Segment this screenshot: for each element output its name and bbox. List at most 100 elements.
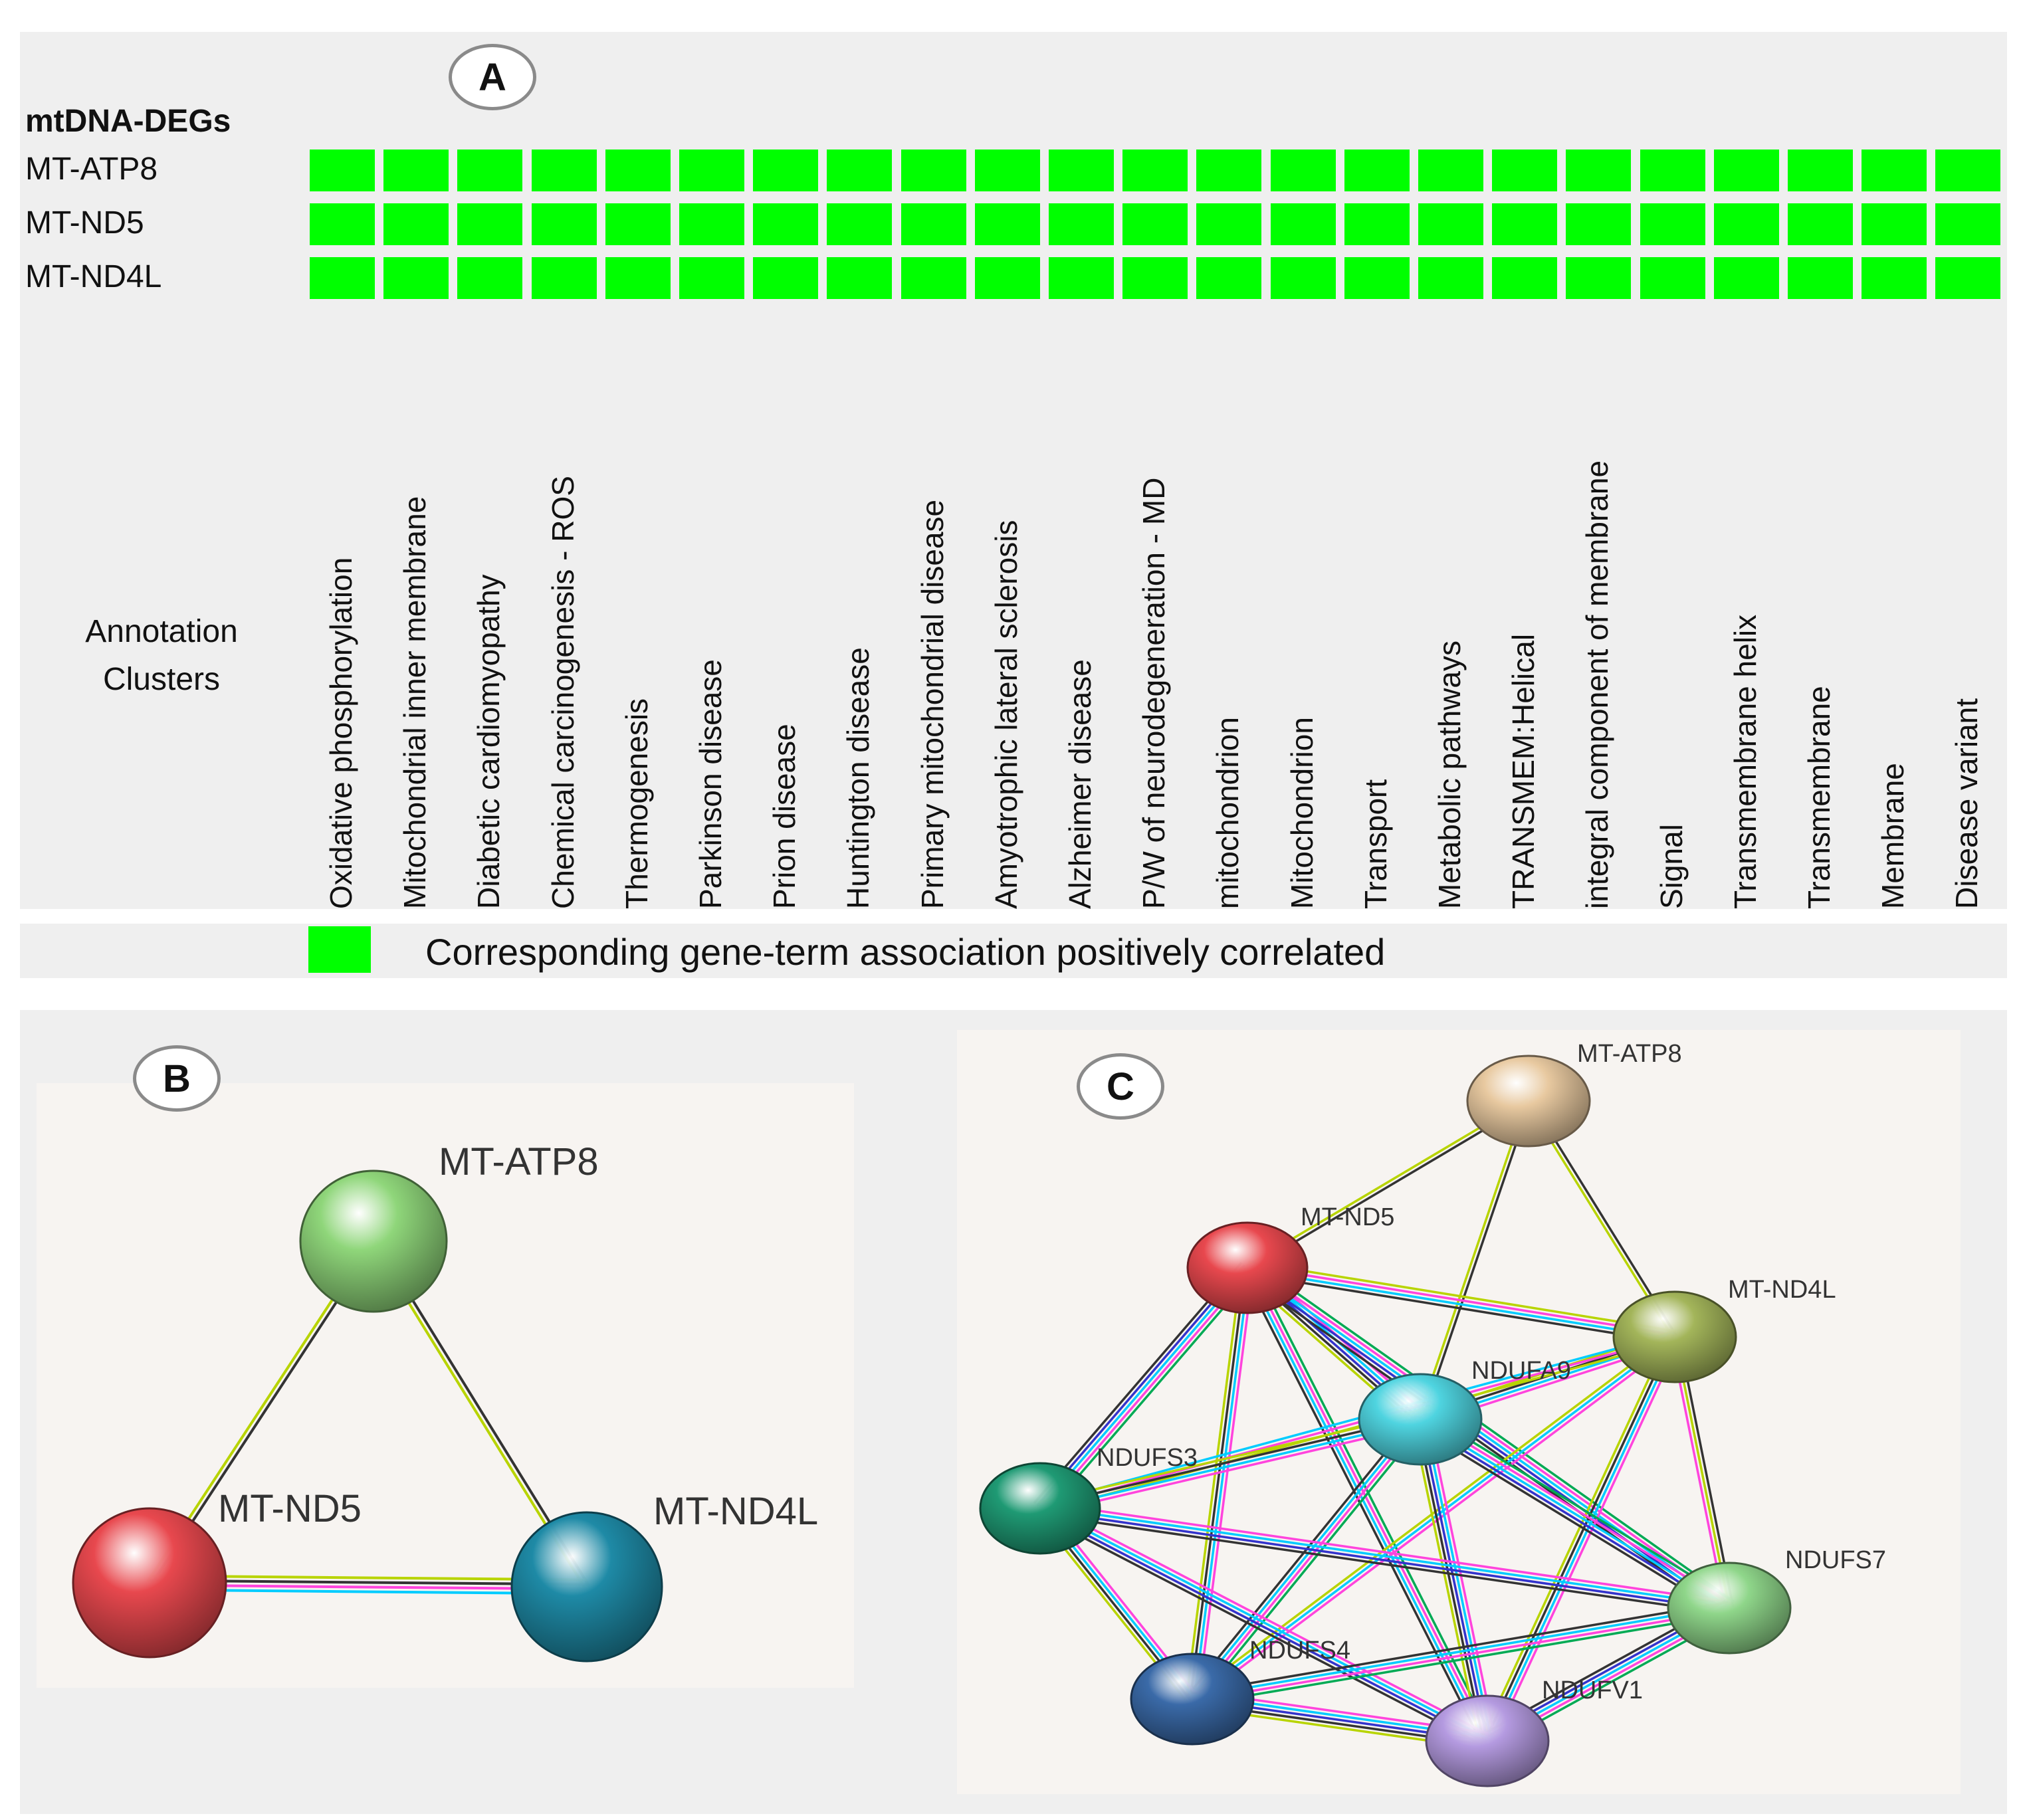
association-cell <box>901 257 966 299</box>
node-MT-ND5[interactable]: MT-ND5 <box>72 1487 362 1659</box>
association-cell <box>605 257 671 299</box>
edge-NDUFS3-NDUFV1 <box>1037 1512 1485 1748</box>
edge-NDUFA9-NDUFV1 <box>1411 1421 1481 1743</box>
node-label: NDUFS7 <box>1785 1546 1886 1574</box>
association-cell <box>1196 203 1262 245</box>
association-cell <box>1492 257 1558 299</box>
node-sphere[interactable] <box>1612 1290 1737 1383</box>
association-cell <box>605 203 671 245</box>
association-cell <box>753 257 819 299</box>
edge-MT-ND5-MT-ND4L <box>1246 1272 1674 1344</box>
edge-MT-ND4L-NDUFV1 <box>1488 1337 1678 1742</box>
association-cell <box>974 203 1040 245</box>
association-cell <box>1122 150 1188 191</box>
association-cell <box>1122 257 1188 299</box>
association-cell <box>383 150 449 191</box>
gene-row-label: MT-ND4L <box>25 259 162 294</box>
edge-MT-ND5-NDUFS4 <box>1197 1268 1255 1700</box>
edge-NDUFA9-NDUFS7 <box>1415 1425 1726 1616</box>
node-NDUFA9[interactable]: NDUFA9 <box>1358 1357 1571 1466</box>
panel-b-badge: B <box>133 1045 221 1112</box>
association-cell <box>901 203 966 245</box>
association-cell <box>1935 150 2001 191</box>
association-cell <box>1418 203 1483 245</box>
association-cell <box>1418 150 1483 191</box>
edge-MT-ND5-NDUFS3 <box>1039 1266 1249 1510</box>
node-sphere[interactable] <box>1466 1055 1591 1148</box>
node-NDUFS7[interactable]: NDUFS7 <box>1667 1546 1886 1655</box>
association-cell <box>383 257 449 299</box>
association-cell <box>679 257 744 299</box>
association-cell <box>1049 203 1114 245</box>
association-cell <box>457 150 523 191</box>
node-MT-ATP8[interactable]: MT-ATP8 <box>299 1140 599 1313</box>
edge-NDUFS3-NDUFV1 <box>1038 1509 1487 1744</box>
node-label: NDUFV1 <box>1542 1676 1643 1704</box>
association-cell <box>1640 257 1705 299</box>
node-label: NDUFS4 <box>1249 1637 1350 1665</box>
edge-MT-ND5-MT-ND4L <box>1247 1264 1675 1336</box>
edge-NDUFS3-NDUFS7 <box>1039 1509 1729 1611</box>
association-cell <box>974 257 1040 299</box>
node-sphere[interactable] <box>1667 1562 1792 1655</box>
node-MT-ND4L[interactable]: MT-ND4L <box>1612 1276 1836 1383</box>
edge-NDUFA9-NDUFS3 <box>1039 1416 1420 1508</box>
association-cell <box>1344 203 1410 245</box>
association-cell <box>1788 203 1853 245</box>
node-label: MT-ATP8 <box>439 1140 599 1183</box>
gene-row-label: MT-ND5 <box>25 205 144 241</box>
node-sphere[interactable] <box>1186 1221 1309 1314</box>
node-MT-ND4L[interactable]: MT-ND4L <box>510 1490 818 1663</box>
node-MT-ND5[interactable]: MT-ND5 <box>1186 1203 1394 1314</box>
node-sphere[interactable] <box>979 1462 1101 1555</box>
node-NDUFS4[interactable]: NDUFS4 <box>1130 1637 1350 1746</box>
node-sphere[interactable] <box>299 1169 448 1313</box>
association-cell <box>1862 257 1927 299</box>
association-cell <box>827 257 893 299</box>
edge-MT-ND5-NDUFS4 <box>1193 1268 1251 1700</box>
edge-NDUFS7-NDUFS4 <box>1191 1601 1729 1694</box>
association-cell <box>1566 257 1632 299</box>
legend-swatch <box>308 926 371 973</box>
edge-NDUFA9-NDUFS4 <box>1186 1415 1417 1696</box>
node-sphere[interactable] <box>72 1507 227 1659</box>
edge-NDUFA9-NDUFS4 <box>1190 1417 1420 1699</box>
association-cell <box>1270 257 1336 299</box>
association-cell <box>457 203 523 245</box>
edge-NDUFS3-NDUFV1 <box>1042 1502 1491 1737</box>
degs-title: mtDNA-DEGs <box>25 104 231 139</box>
edge-MT-ND5-NDUFS3 <box>1033 1262 1243 1504</box>
association-cell <box>1492 150 1558 191</box>
association-cell <box>457 257 523 299</box>
edge-NDUFS3-NDUFS7 <box>1039 1513 1729 1615</box>
edge-MT-ND5-NDUFS3 <box>1042 1269 1251 1512</box>
edge-NDUFS7-NDUFS4 <box>1192 1605 1729 1698</box>
node-NDUFV1[interactable]: NDUFV1 <box>1425 1676 1643 1787</box>
edge-NDUFA9-NDUFV1 <box>1419 1419 1489 1742</box>
edge-MT-ND5-NDUFS4 <box>1189 1267 1247 1699</box>
edge-MT-ATP8-NDUFA9 <box>1421 1101 1532 1421</box>
node-NDUFS3[interactable]: NDUFS3 <box>979 1444 1198 1555</box>
association-cell <box>531 203 597 245</box>
panel-c-badge: C <box>1077 1053 1164 1120</box>
edge-MT-ND4L-NDUFS3 <box>1039 1336 1675 1510</box>
edge-MT-ND5-NDUFV1 <box>1251 1264 1494 1739</box>
association-cell <box>310 203 375 245</box>
edge-MT-ND5-MT-ND4L <box>1248 1261 1676 1332</box>
edge-NDUFS3-NDUFS7 <box>1040 1505 1730 1607</box>
edge-MT-ND5-NDUFS3 <box>1045 1272 1255 1514</box>
association-cell <box>753 150 819 191</box>
association-cell <box>1640 150 1705 191</box>
association-cell <box>1270 203 1336 245</box>
edge-NDUFA9-NDUFS7 <box>1422 1415 1733 1606</box>
node-sphere[interactable] <box>510 1511 663 1663</box>
node-sphere[interactable] <box>1425 1694 1550 1787</box>
node-sphere[interactable] <box>1130 1653 1255 1746</box>
node-MT-ATP8[interactable]: MT-ATP8 <box>1466 1040 1682 1148</box>
node-sphere[interactable] <box>1358 1373 1483 1466</box>
node-label: MT-ND4L <box>1728 1276 1836 1304</box>
association-cell <box>1713 257 1779 299</box>
